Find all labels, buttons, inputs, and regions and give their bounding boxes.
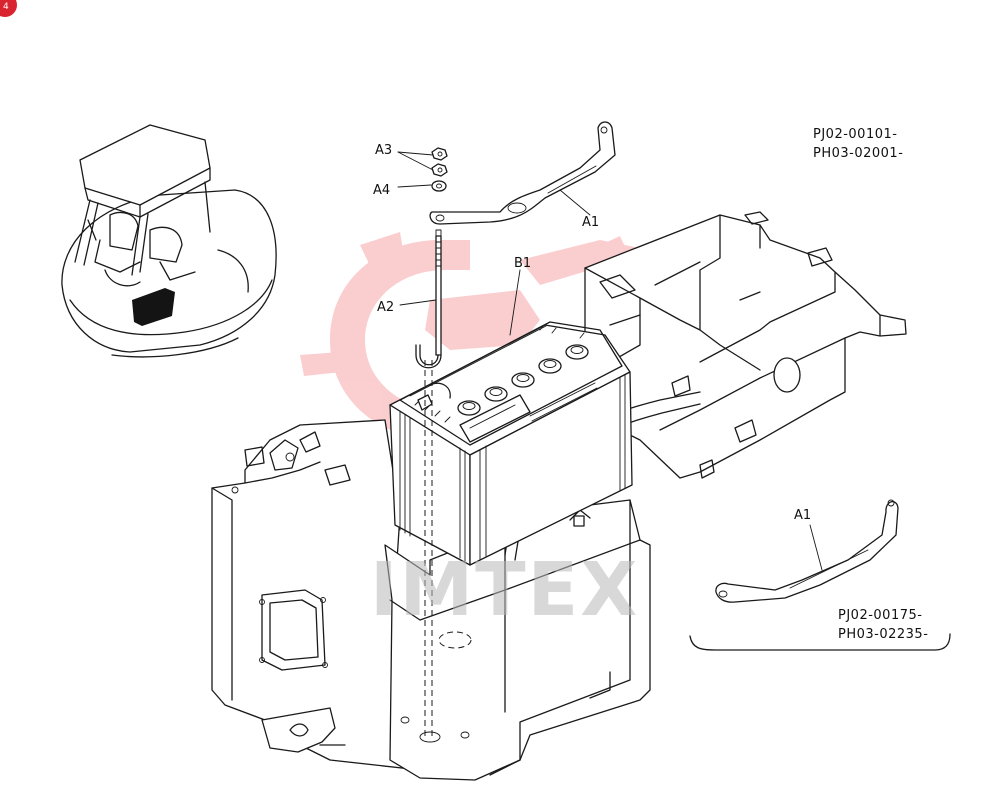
watermark-text: IMTEX <box>370 547 639 633</box>
rod-a2 <box>415 229 442 740</box>
serial-range-bottom-line-2: PH03-02235- <box>838 627 928 642</box>
inset-divider <box>689 633 951 651</box>
bracket-a1-top <box>429 121 616 225</box>
serial-range-top-line-1: PJ02-00101- <box>813 127 897 142</box>
callout-b1: B1 <box>514 256 531 271</box>
corner-badge-text: 4 <box>3 2 9 12</box>
callout-a2: A2 <box>377 300 394 315</box>
battery <box>389 321 633 566</box>
corner-badge: 4 <box>0 0 17 17</box>
bracket-a1-bottom <box>715 499 899 603</box>
callout-a1-top: A1 <box>582 215 599 230</box>
serial-range-bottom-line-1: PJ02-00175- <box>838 608 922 623</box>
callout-a1-bottom: A1 <box>794 508 811 523</box>
excavator-thumbnail <box>61 124 277 358</box>
nuts-a3 <box>431 147 448 177</box>
leader-lines <box>397 151 823 571</box>
washer-a4 <box>431 180 447 192</box>
serial-range-top-line-2: PH03-02001- <box>813 146 903 161</box>
callout-a4: A4 <box>373 183 390 198</box>
callout-a3: A3 <box>375 143 392 158</box>
